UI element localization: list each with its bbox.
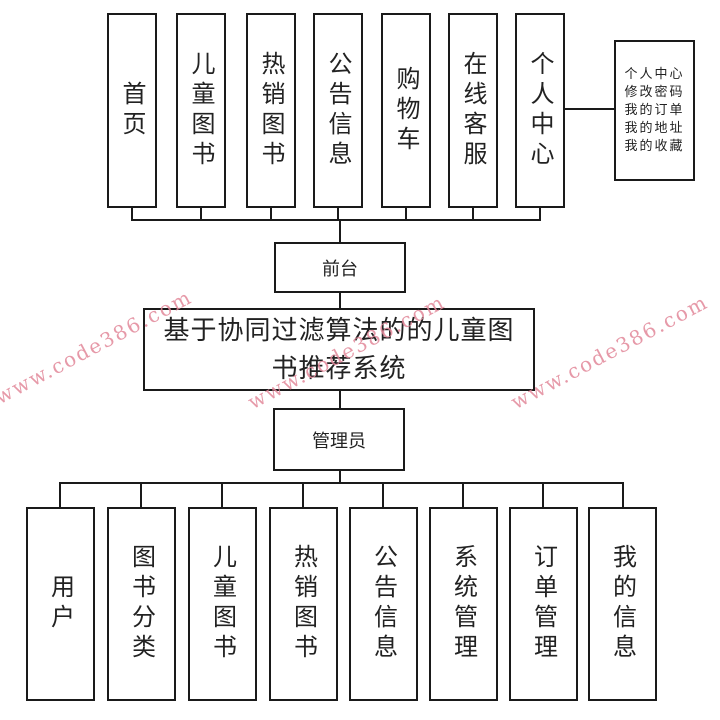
connector-personal-detail <box>565 108 615 110</box>
frontend-module-personal-center: 个人中心 <box>515 13 565 208</box>
module-label: 热销图书 <box>257 50 285 171</box>
system-title: 基于协同过滤算法的的儿童图书推荐系统 <box>163 315 515 384</box>
frontend-bus-line <box>131 219 541 221</box>
connector <box>140 482 142 508</box>
admin-module-hot-books: 热销图书 <box>269 507 338 701</box>
admin-module-order-management: 订单管理 <box>509 507 578 701</box>
connector <box>542 482 544 508</box>
connector <box>405 207 407 221</box>
module-label: 公告信息 <box>369 544 398 664</box>
frontend-module-children-books: 儿童图书 <box>176 13 226 208</box>
connector <box>337 207 339 221</box>
module-label: 儿童图书 <box>208 544 237 664</box>
connector <box>221 482 223 508</box>
admin-node: 管理员 <box>273 408 405 471</box>
frontend-module-home: 首页 <box>107 13 157 208</box>
admin-module-my-info: 我的信息 <box>588 507 657 701</box>
module-label: 订单管理 <box>529 544 558 664</box>
module-label: 系统管理 <box>449 544 478 664</box>
connector <box>539 207 541 221</box>
admin-module-book-categories: 图书分类 <box>107 507 176 701</box>
connector <box>131 207 133 221</box>
watermark: www.code386.com <box>506 289 713 414</box>
module-label: 我的信息 <box>608 544 637 664</box>
connector <box>339 292 341 309</box>
connector <box>462 482 464 508</box>
connector <box>339 219 341 243</box>
connector <box>622 482 624 508</box>
connector <box>382 482 384 508</box>
admin-module-announcements: 公告信息 <box>349 507 418 701</box>
frontend-module-online-service: 在线客服 <box>448 13 498 208</box>
connector <box>339 390 341 409</box>
connector <box>302 482 304 508</box>
system-root-node: 基于协同过滤算法的的儿童图书推荐系统 <box>143 308 535 391</box>
connector <box>200 207 202 221</box>
connector <box>339 470 341 484</box>
module-label: 在线客服 <box>459 50 487 171</box>
module-label: 用户 <box>46 574 75 634</box>
connector <box>59 482 61 508</box>
personal-center-detail-box: 个人中心 修改密码 我的订单 我的地址 我的收藏 <box>614 40 695 181</box>
admin-module-users: 用户 <box>26 507 95 701</box>
module-label: 公告信息 <box>324 50 352 171</box>
module-label: 热销图书 <box>289 544 318 664</box>
frontend-label: 前台 <box>322 258 358 280</box>
personal-center-detail-text: 个人中心 修改密码 我的订单 我的地址 我的收藏 <box>624 66 685 154</box>
connector <box>472 207 474 221</box>
module-label: 儿童图书 <box>187 50 215 171</box>
admin-bus-line <box>59 482 624 484</box>
frontend-module-announcements: 公告信息 <box>313 13 363 208</box>
module-label: 购物车 <box>392 65 420 156</box>
frontend-module-hot-books: 热销图书 <box>246 13 296 208</box>
admin-module-system-management: 系统管理 <box>429 507 498 701</box>
frontend-module-cart: 购物车 <box>381 13 431 208</box>
module-label: 首页 <box>118 80 146 141</box>
admin-module-children-books: 儿童图书 <box>188 507 257 701</box>
module-label: 个人中心 <box>526 50 554 171</box>
frontend-node: 前台 <box>274 242 406 293</box>
module-label: 图书分类 <box>127 544 156 664</box>
connector <box>270 207 272 221</box>
admin-label: 管理员 <box>312 430 366 452</box>
